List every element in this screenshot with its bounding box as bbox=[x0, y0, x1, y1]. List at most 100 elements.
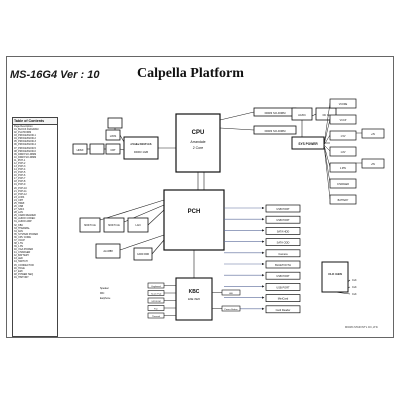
connector-line bbox=[219, 111, 255, 121]
toc-item: 07_PROCESSOR-5 bbox=[14, 146, 36, 150]
connector-line bbox=[219, 127, 255, 131]
kbc-input-box bbox=[147, 297, 165, 304]
toc-item: 24_CRT bbox=[14, 198, 24, 202]
toc-item: 41_CHARGER bbox=[14, 251, 31, 255]
pch-peripheral-box bbox=[265, 294, 301, 302]
power-rail-line bbox=[323, 144, 331, 168]
toc-item: 19_PCH-9 bbox=[14, 183, 26, 187]
toc-item: 02_PLATFORM bbox=[14, 131, 32, 135]
power-rail-line bbox=[323, 144, 331, 152]
crt-label: CRT bbox=[110, 148, 116, 152]
pch-peripheral-label: USB PORT bbox=[276, 207, 290, 211]
power-rail-box bbox=[329, 98, 357, 109]
audio-sub-3: Earphone bbox=[100, 297, 111, 300]
toc-item: 21_PCH-11 bbox=[14, 189, 27, 193]
crt-box bbox=[105, 143, 121, 155]
toc-item: 44_SWITCH bbox=[14, 260, 28, 264]
kbc-subtitle: ENE 3926 bbox=[188, 297, 200, 301]
power-rail-label: 1.8V bbox=[341, 151, 346, 154]
connector-line bbox=[311, 113, 317, 117]
pch-peripheral-label: MiniCard bbox=[278, 297, 289, 301]
toc-item: 45_CONNECTOR bbox=[14, 263, 34, 267]
toc-item: 29_CARD READER bbox=[14, 214, 36, 218]
pch-peripheral-box bbox=[265, 215, 301, 224]
toc-item: 46_HOLE bbox=[14, 266, 25, 270]
toc-item: 49_HISTORY bbox=[14, 275, 29, 279]
toc-item: 08_PROCESSOR-6 bbox=[14, 149, 36, 153]
toc-item: 05_PROCESSOR-3 bbox=[14, 140, 36, 144]
audio-codec-box bbox=[95, 243, 121, 259]
clock-output-label: CLK bbox=[352, 279, 357, 282]
pch-peripheral-box bbox=[265, 305, 301, 314]
pch-peripheral-box bbox=[265, 260, 301, 269]
power-rail-label: VCCP bbox=[340, 119, 347, 122]
toc-item: 37_VCCP bbox=[14, 238, 25, 242]
power-rail-line bbox=[323, 118, 331, 146]
power-rail-box bbox=[329, 130, 357, 141]
toc-item: 39_1.8V bbox=[14, 245, 24, 249]
toc-item: 01_BLOCK DIAGRAM bbox=[14, 128, 39, 132]
platform-title: Calpella Platform bbox=[137, 66, 244, 81]
pch-peripheral-box bbox=[265, 204, 301, 213]
audio-codec-label: ALC888 bbox=[103, 249, 113, 253]
toc-item: 34_FAN bbox=[14, 229, 23, 233]
kbc-output-box bbox=[221, 305, 241, 312]
clock-gen-block: CLK GEN bbox=[321, 261, 349, 293]
kbc-input-box bbox=[147, 282, 165, 289]
toc-item: 13_PCH-3 bbox=[14, 165, 26, 169]
lvds-label: LVDS bbox=[110, 134, 117, 138]
toc-item: 09_DDR3 SO-DIMM bbox=[14, 152, 37, 156]
toc-item: 14_PCH-4 bbox=[14, 168, 26, 172]
clock-output-label: CLK bbox=[352, 286, 357, 289]
toc-item: 10_DDR3 SO-DIMM bbox=[14, 155, 37, 159]
connector-line bbox=[151, 239, 165, 255]
toc-item: 06_PROCESSOR-4 bbox=[14, 143, 36, 147]
kbc-output-label: LED bbox=[229, 293, 234, 295]
power-rail-line bbox=[323, 102, 331, 146]
toc-item: 04_PROCESSOR-2 bbox=[14, 137, 36, 141]
kbc-input-label: Touch Pad bbox=[151, 293, 162, 295]
kbc-input-label: Keyboard bbox=[151, 285, 161, 288]
clock-output-label: CLK bbox=[352, 293, 357, 296]
power-rail-right-box bbox=[361, 128, 385, 139]
pch-peripheral-box bbox=[265, 238, 301, 246]
audio-sub-1: Speaker bbox=[100, 287, 109, 290]
top-small-box bbox=[107, 117, 123, 129]
kbc-input-box bbox=[147, 312, 165, 319]
toc-item: 22_PCH-12 bbox=[14, 192, 27, 196]
pch-peripheral-label: USB PORT bbox=[276, 218, 290, 222]
toc-item: 11_PCH-1 bbox=[14, 158, 26, 162]
power-rail-right-list: +3V +5V bbox=[356, 128, 385, 169]
kbc-input-label: Fan bbox=[154, 308, 159, 310]
clock-gen-label: CLK GEN bbox=[328, 272, 342, 276]
power-rail-right-box bbox=[361, 158, 385, 169]
kbc-output-box bbox=[221, 289, 241, 296]
card-reader-label: CARD RDR bbox=[137, 253, 149, 256]
power-rail-box bbox=[329, 194, 357, 205]
connector-line bbox=[119, 148, 125, 151]
toc-item: 43_LED bbox=[14, 257, 23, 261]
pch-block: PCH bbox=[163, 189, 225, 251]
toc-item: 15_PCH-5 bbox=[14, 171, 26, 175]
toc-item: 17_PCH-7 bbox=[14, 177, 26, 181]
power-rail-right-label: +3V bbox=[371, 133, 376, 136]
power-rail-box bbox=[329, 146, 357, 157]
toc-item: 48_POWER SEQ bbox=[14, 272, 34, 276]
hdmi-label: HDMI bbox=[77, 148, 84, 152]
pch-peripheral-box bbox=[265, 249, 301, 258]
toc-item: 28_LAN bbox=[14, 211, 23, 215]
toc-item: 38_1.5V bbox=[14, 241, 24, 245]
power-rail-right-label: +5V bbox=[371, 163, 376, 166]
toc-item: 25_HDMI bbox=[14, 201, 25, 205]
power-rail-line bbox=[323, 134, 331, 146]
pch-peripheral-label: USB PORT bbox=[276, 274, 290, 278]
toc-item: 26_USB bbox=[14, 205, 24, 209]
kbc-input-box bbox=[147, 305, 165, 311]
toc-item: 18_PCH-8 bbox=[14, 180, 26, 184]
toc-item: 31_AUDIO AMP bbox=[14, 220, 32, 224]
hdmi-box bbox=[72, 143, 88, 155]
